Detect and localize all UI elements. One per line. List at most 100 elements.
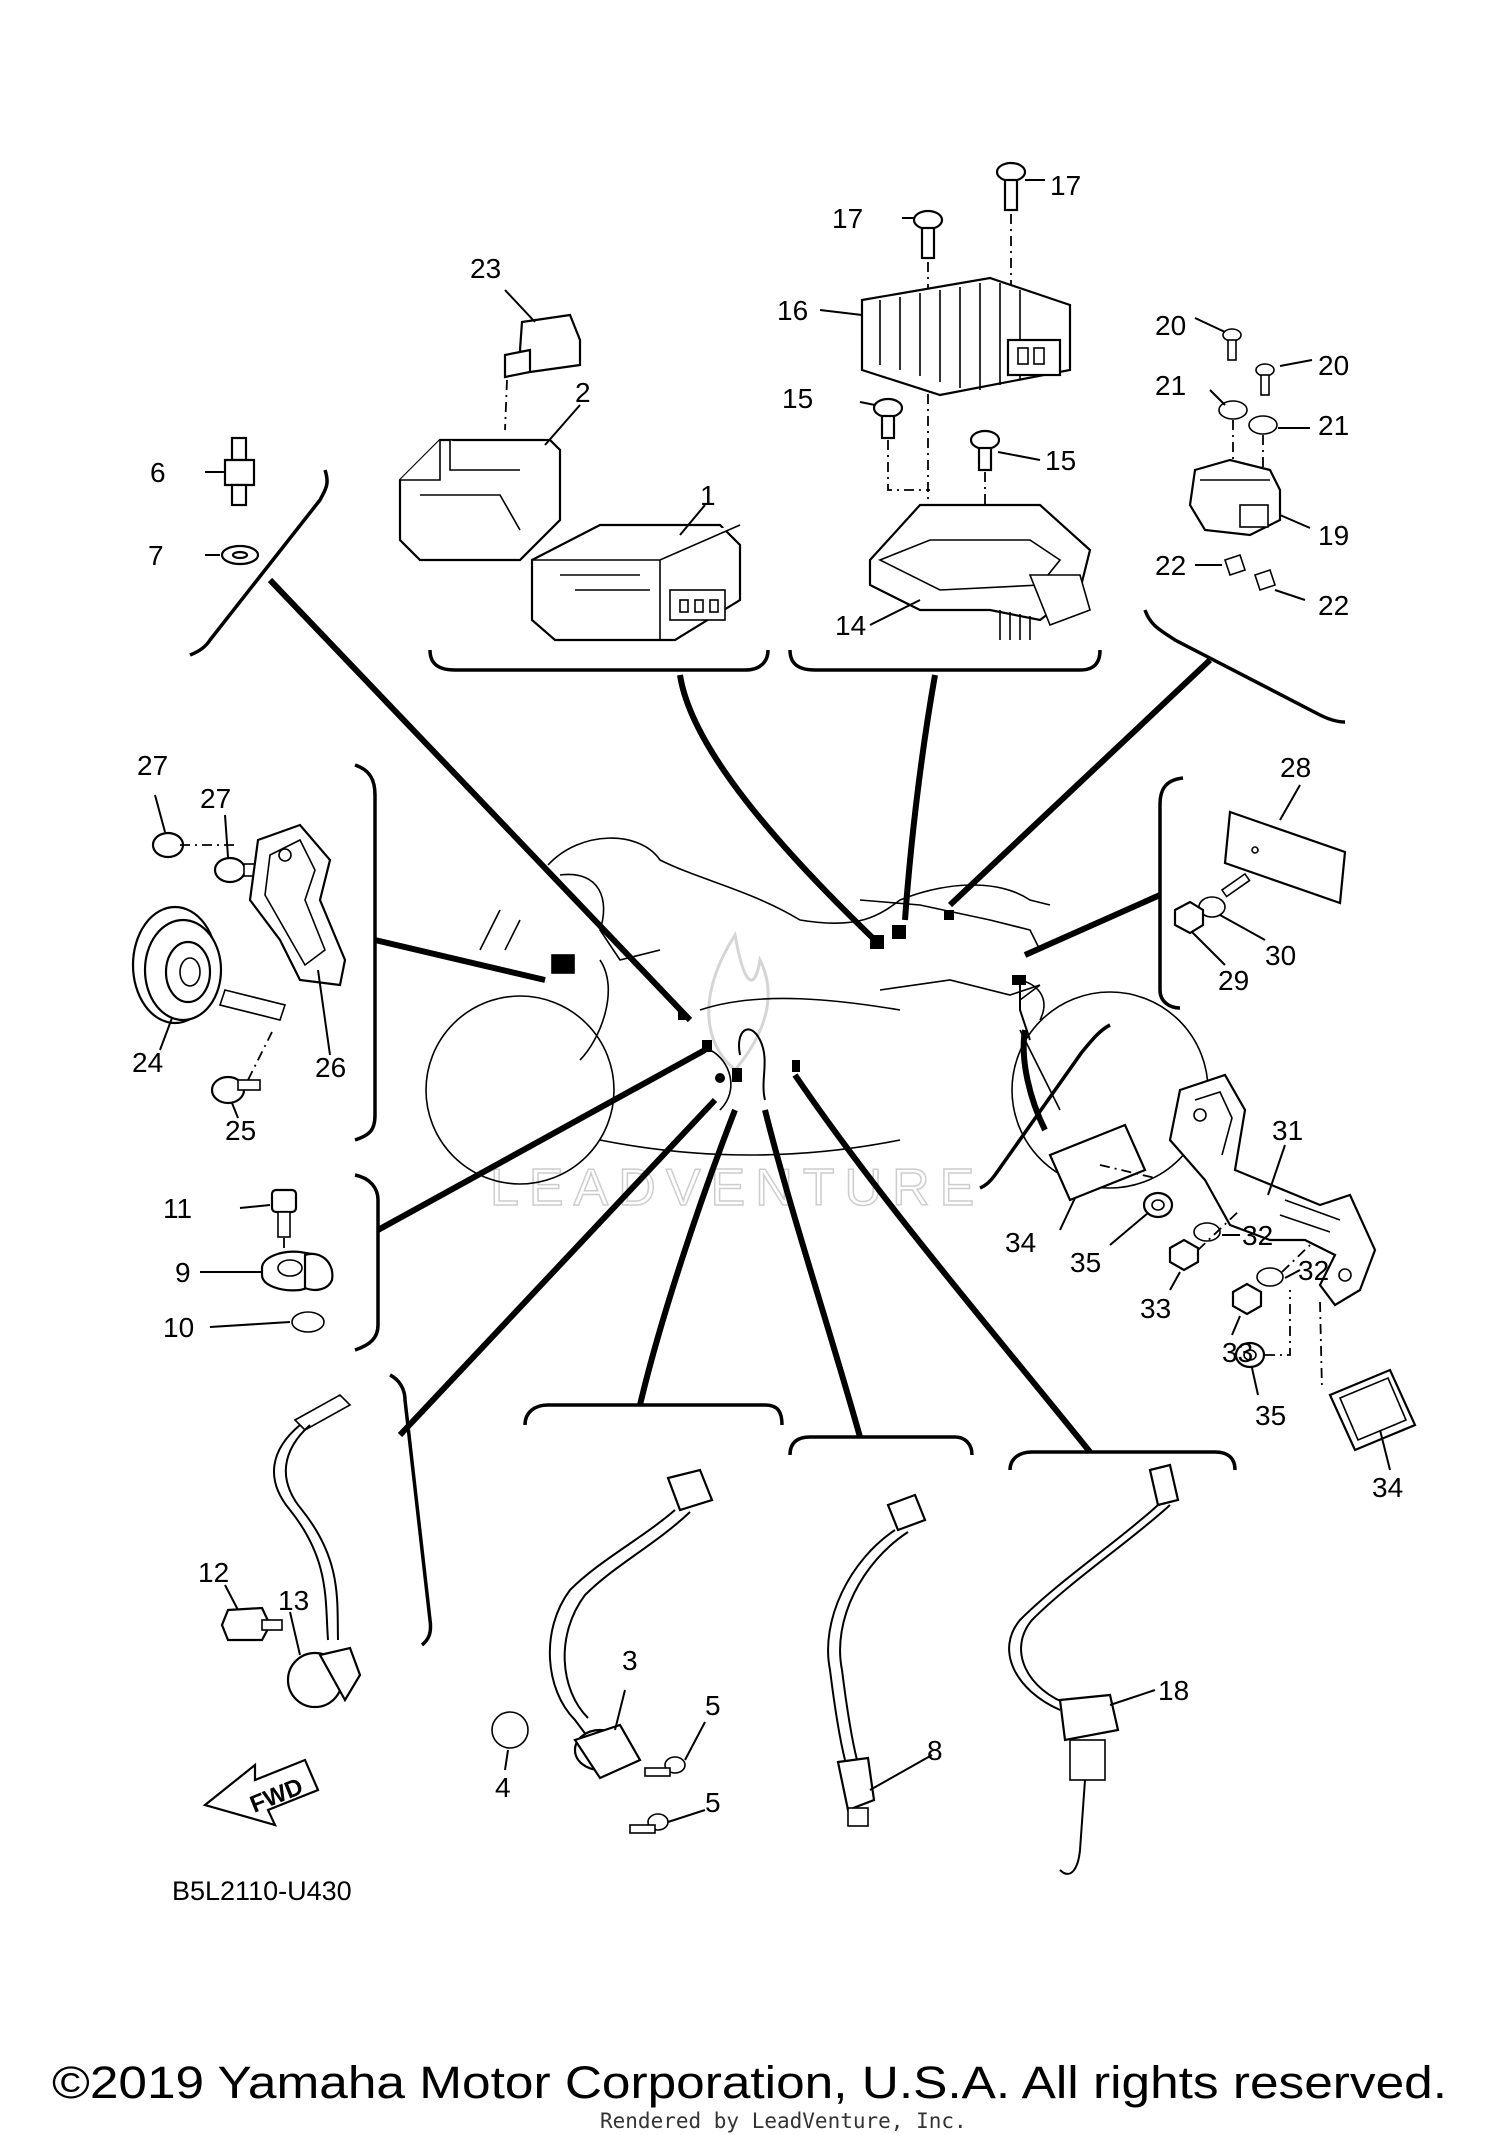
part-32-washer-lower <box>1256 1244 1311 1287</box>
part-29-nut <box>1173 900 1226 966</box>
part-35-nut-upper <box>1109 1191 1174 1246</box>
part-15-bolt-right <box>969 429 1041 540</box>
callout-6: 6 <box>150 457 166 488</box>
part-33-nut-lower <box>1231 1282 1263 1336</box>
motorcycle-outline <box>425 837 1209 1189</box>
callout-32-upper: 32 <box>1242 1220 1273 1251</box>
part-12-knock-sensor <box>220 1584 283 1642</box>
callout-21-right: 21 <box>1318 410 1349 441</box>
part-21-washer-right <box>1248 415 1310 470</box>
part-35-nut-lower <box>1234 1290 1291 1396</box>
callout-35-lower: 35 <box>1255 1400 1286 1431</box>
callout-19: 19 <box>1318 520 1349 551</box>
part-32-washer-upper <box>1193 1222 1240 1242</box>
callout-17-right: 17 <box>1050 170 1081 201</box>
callout-28: 28 <box>1280 752 1311 783</box>
watermark-text: LEADVENTURE <box>490 1159 984 1217</box>
part-7-gasket <box>205 544 260 566</box>
callout-5-lower: 5 <box>705 1787 721 1818</box>
part-5-screw-upper <box>644 1721 706 1777</box>
callout-1: 1 <box>700 480 716 511</box>
callout-24: 24 <box>132 1047 163 1078</box>
part-20-screw-right <box>1255 359 1313 396</box>
part-34-reflector-upper <box>1048 1123 1156 1231</box>
part-34-reflector-lower <box>1319 1301 1417 1471</box>
part-24-horn <box>131 905 287 1051</box>
part-15-bolt-left <box>859 397 930 491</box>
callout-33-upper: 33 <box>1140 1293 1171 1324</box>
callout-22-right: 22 <box>1318 590 1349 621</box>
callout-33-lower: 33 <box>1222 1337 1253 1368</box>
group-braces <box>189 469 1346 1647</box>
part-22-nut-right <box>1253 568 1306 601</box>
callout-15-left: 15 <box>782 383 813 414</box>
part-5-screw-lower <box>629 1809 706 1834</box>
part-30-washer <box>1198 872 1266 941</box>
callout-32-lower: 32 <box>1298 1255 1329 1286</box>
callout-31: 31 <box>1272 1115 1303 1146</box>
part-11-bolt <box>239 1188 298 1250</box>
part-16-rectifier-regulator <box>819 276 1072 397</box>
part-20-screw-left <box>1194 317 1242 361</box>
callout-25: 25 <box>225 1115 256 1146</box>
callout-18: 18 <box>1158 1675 1189 1706</box>
callout-2: 2 <box>575 377 591 408</box>
part-1-ecu <box>530 504 742 642</box>
callout-20-right: 20 <box>1318 350 1349 381</box>
part-13-knock-sensor-lead <box>273 1394 362 1709</box>
callout-labels: 1 2 3 4 5 5 6 7 8 9 10 11 12 13 14 15 15… <box>132 170 1403 1818</box>
diagram-code: B5L2110-U430 <box>172 1876 352 1906</box>
part-2-cover <box>398 404 581 562</box>
callout-26: 26 <box>315 1052 346 1083</box>
callout-10: 10 <box>163 1312 194 1343</box>
part-14-bracket <box>868 503 1092 640</box>
callout-4: 4 <box>495 1772 511 1803</box>
callout-34-upper: 34 <box>1005 1227 1036 1258</box>
part-25-bolt <box>210 1031 273 1119</box>
callout-8: 8 <box>927 1735 943 1766</box>
callout-16: 16 <box>777 295 808 326</box>
callout-5-upper: 5 <box>705 1690 721 1721</box>
callout-7: 7 <box>148 540 164 571</box>
part-27-bolt-left <box>151 794 235 859</box>
part-28-reflector <box>1223 784 1347 905</box>
callout-30: 30 <box>1265 940 1296 971</box>
part-21-washer-left <box>1209 389 1248 460</box>
copyright-text: ©2019 Yamaha Motor Corporation, U.S.A. A… <box>52 2057 1447 2108</box>
callout-21-left: 21 <box>1155 370 1186 401</box>
part-26-horn-bracket <box>248 823 347 1056</box>
callout-3: 3 <box>622 1645 638 1676</box>
part-6-temperature-sensor <box>205 436 256 507</box>
callout-12: 12 <box>198 1557 229 1588</box>
part-31-bracket <box>1168 1073 1377 1307</box>
callout-9: 9 <box>175 1257 191 1288</box>
part-19-lean-angle-sensor <box>1188 458 1311 537</box>
callout-27-right: 27 <box>200 783 231 814</box>
fwd-arrow-icon: FWD <box>202 1758 320 1827</box>
callout-20-left: 20 <box>1155 310 1186 341</box>
callout-23: 23 <box>470 253 501 284</box>
part-9-sensor-body <box>200 1250 334 1292</box>
callout-15-right: 15 <box>1045 445 1076 476</box>
callout-22-left: 22 <box>1155 550 1186 581</box>
part-18-sensor <box>1008 1463 1180 1875</box>
callout-11: 11 <box>163 1193 192 1224</box>
part-33-nut-upper <box>1168 1209 1241 1291</box>
callout-29: 29 <box>1218 965 1249 996</box>
part-22-nut-left <box>1195 553 1247 577</box>
callout-27-left: 27 <box>137 750 168 781</box>
part-23-relay <box>503 289 582 431</box>
part-8-sensor <box>827 1493 933 1827</box>
callout-35-upper: 35 <box>1070 1247 1101 1278</box>
callout-13: 13 <box>278 1585 309 1616</box>
part-17-bolt-right <box>995 161 1045 370</box>
part-10-o-ring <box>209 1311 325 1333</box>
part-3-sensor <box>548 1468 714 1780</box>
part-4-o-ring <box>491 1711 529 1771</box>
front-wheel-outline <box>425 995 615 1185</box>
callout-34-lower: 34 <box>1372 1472 1403 1503</box>
callout-14: 14 <box>835 610 866 641</box>
rendered-by-text: Rendered by LeadVenture, Inc. <box>600 2109 967 2133</box>
callout-17-left: 17 <box>832 203 863 234</box>
